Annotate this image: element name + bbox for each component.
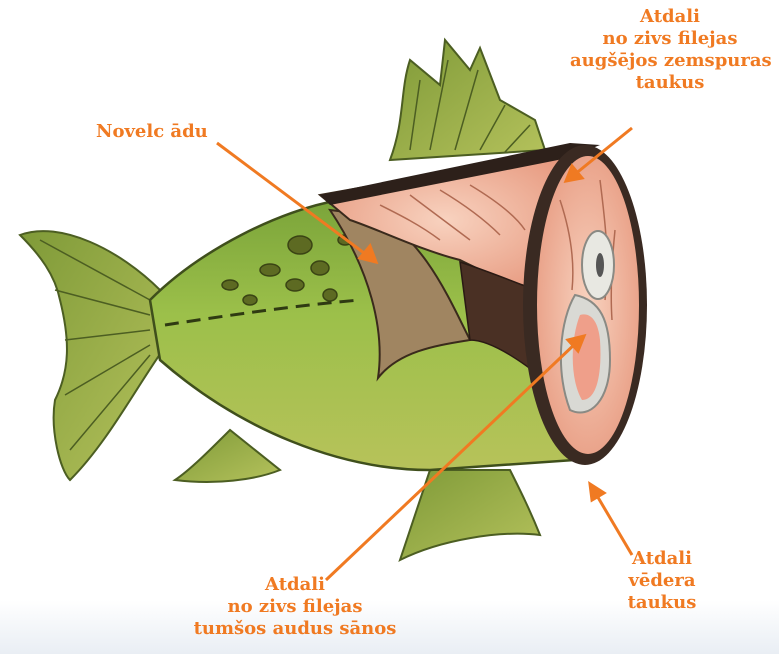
label-line: Atdali xyxy=(150,574,440,596)
label-line: taukus xyxy=(570,72,770,94)
arrow-belly-fat xyxy=(596,494,632,555)
label-line: taukus xyxy=(612,592,712,614)
arrow-belly-fat-head xyxy=(590,484,604,500)
label-line: no zivs filejas xyxy=(150,596,440,618)
label-line: augšējos zemspuras xyxy=(570,50,770,72)
label-dark-tissue: Atdali no zivs filejas tumšos audus sāno… xyxy=(150,574,440,640)
label-line: Atdali xyxy=(570,6,770,28)
dorsal-fin xyxy=(390,40,545,160)
label-line: Atdali xyxy=(612,548,712,570)
label-line: Novelc ādu xyxy=(96,121,208,143)
tail-fin xyxy=(20,231,170,480)
anal-fin xyxy=(400,470,540,560)
label-top-fat: Atdali no zivs filejas augšējos zemspura… xyxy=(570,6,770,94)
label-line: no zivs filejas xyxy=(570,28,770,50)
pelvic-fin xyxy=(175,430,280,482)
label-belly-fat: Atdali vēdera taukus xyxy=(612,548,712,614)
label-line: vēdera xyxy=(612,570,712,592)
label-skin: Novelc ādu xyxy=(96,121,208,143)
cross-section xyxy=(523,145,647,465)
label-line: tumšos audus sānos xyxy=(150,618,440,640)
